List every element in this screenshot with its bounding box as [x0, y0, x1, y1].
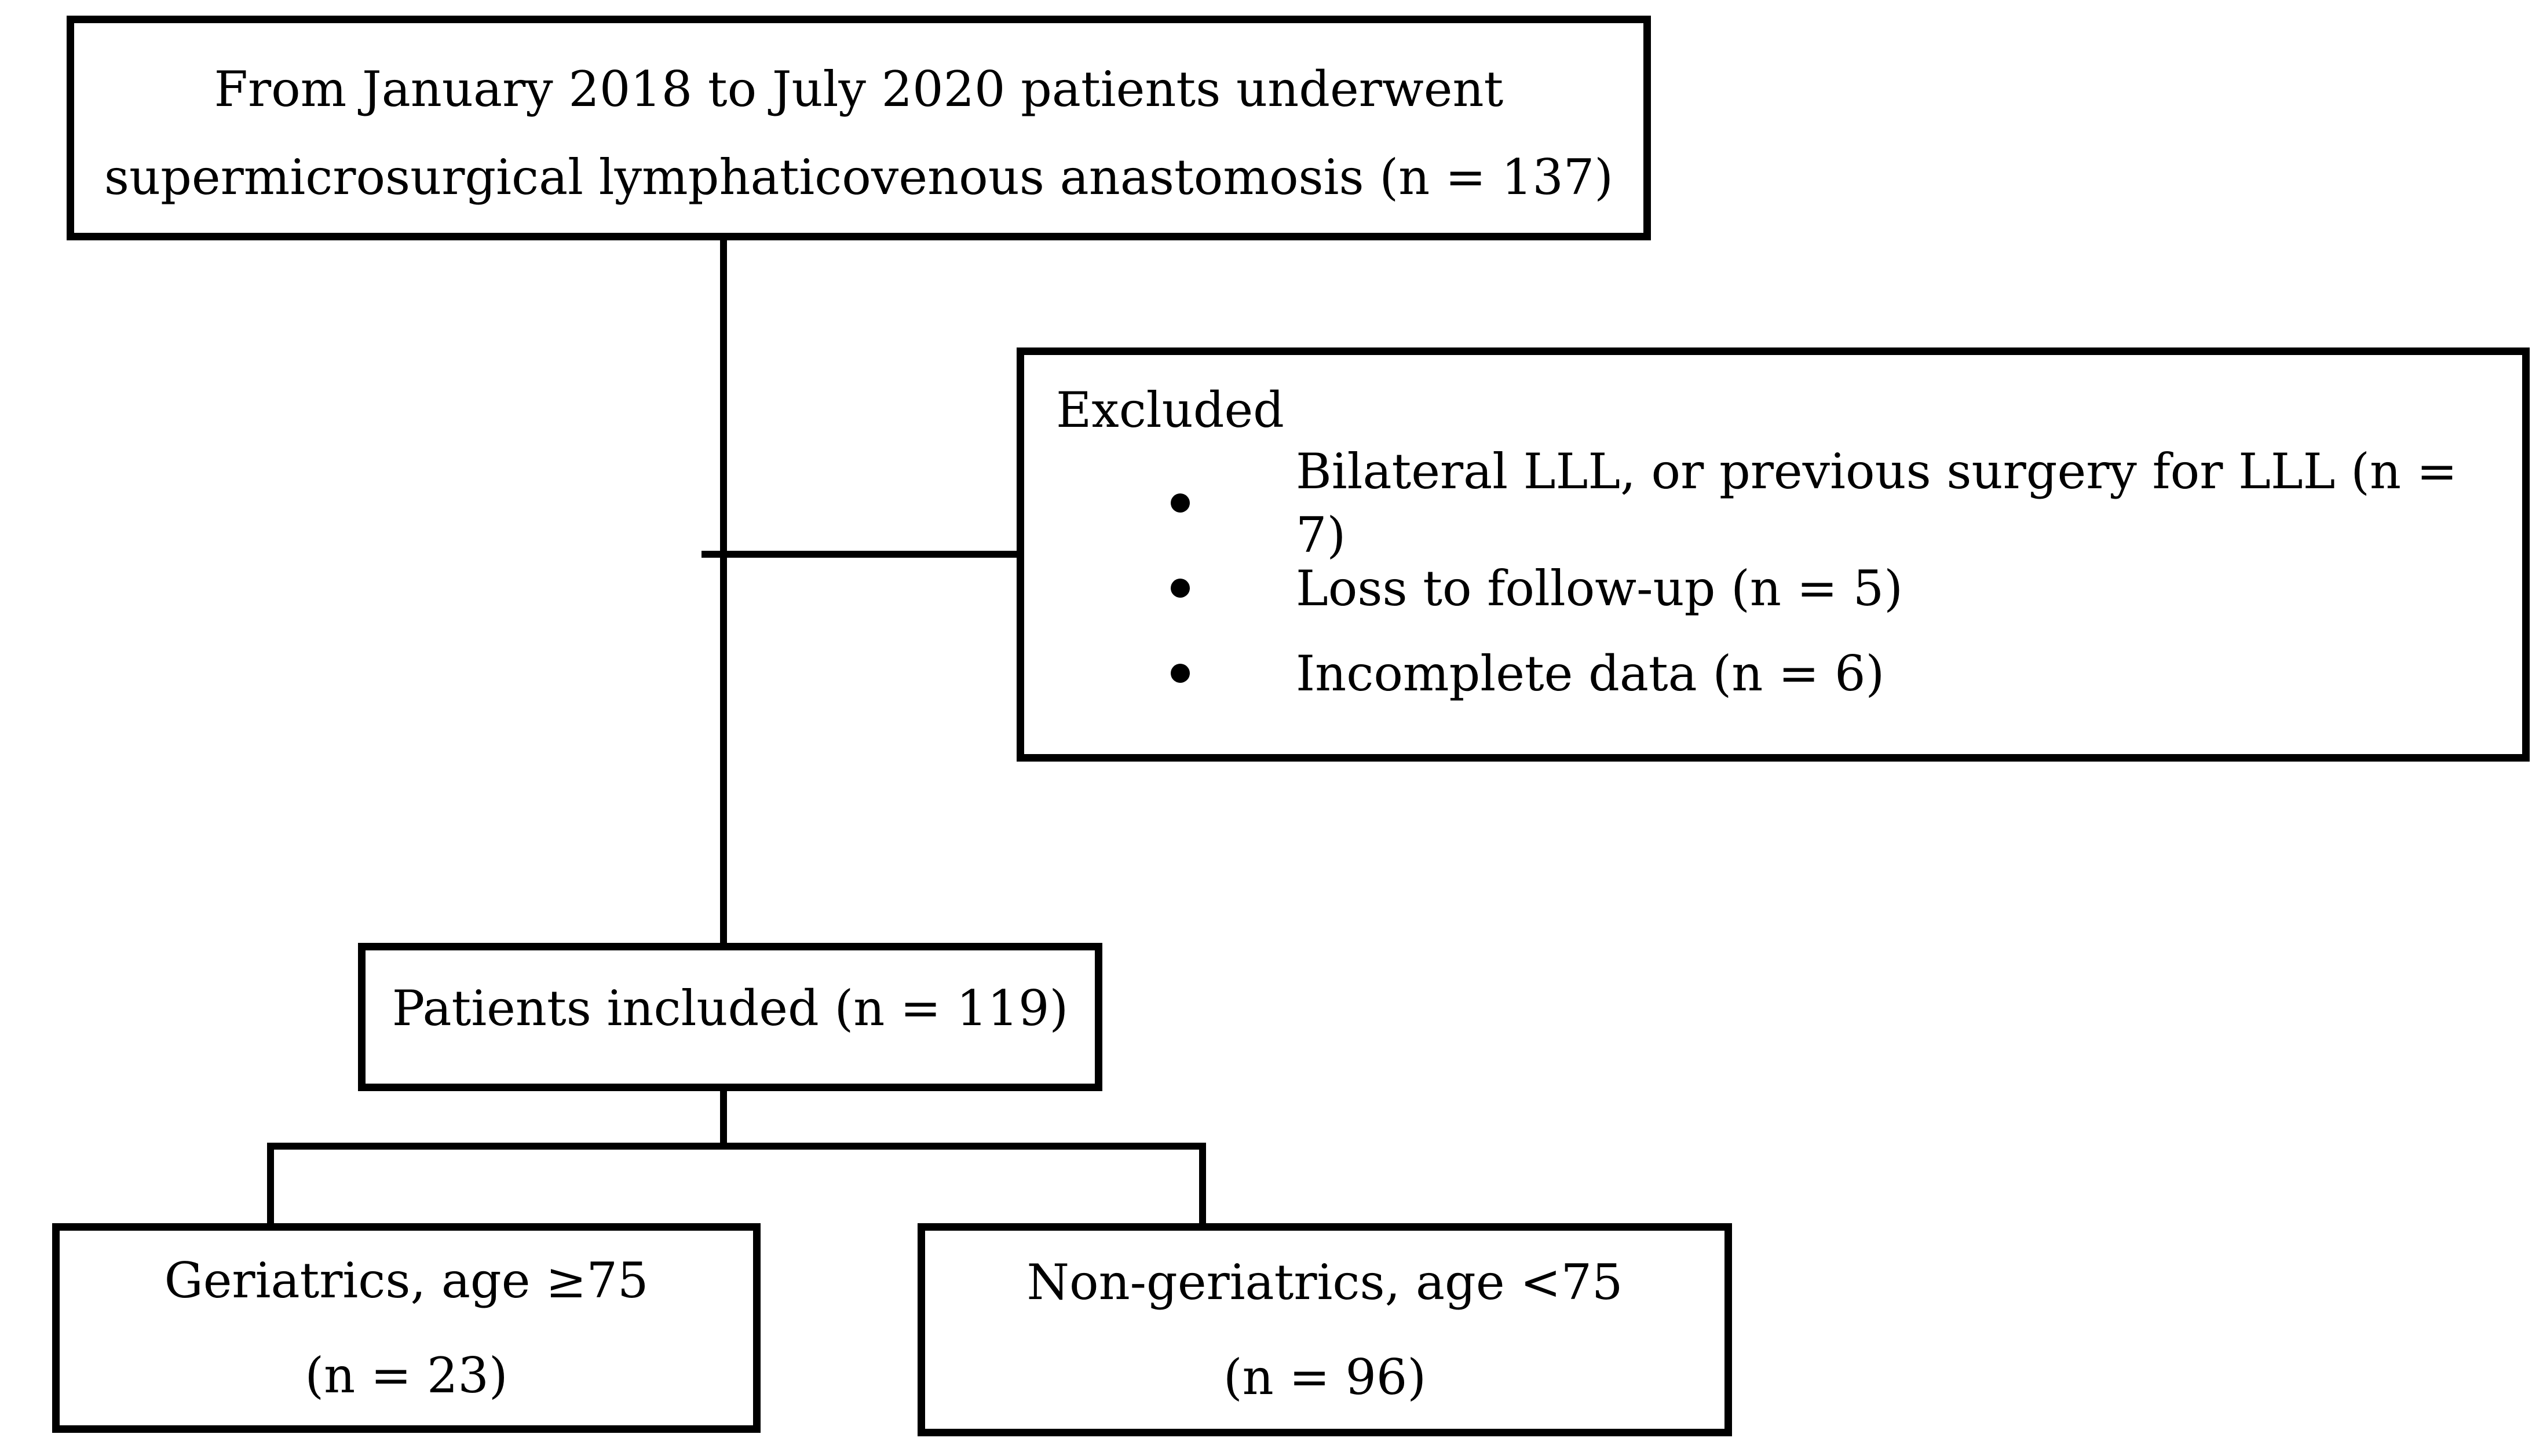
bullet-icon — [1171, 493, 1190, 513]
bullet-icon — [1171, 579, 1190, 598]
enrollment-box: From January 2018 to July 2020 patients … — [67, 16, 1651, 240]
enrollment-line-1: From January 2018 to July 2020 patients … — [214, 61, 1504, 118]
excluded-box: Excluded Bilateral LLL, or previous surg… — [1017, 347, 2530, 762]
excluded-item-label: Loss to follow-up (n = 5) — [1296, 559, 1903, 617]
included-label: Patients included (n = 119) — [392, 980, 1069, 1037]
excluded-item-label: Bilateral LLL, or previous surgery for L… — [1296, 442, 2458, 564]
connector-right-stub — [1199, 1143, 1206, 1223]
connector-split-horizontal — [267, 1143, 1206, 1150]
enrollment-line-2: supermicrosurgical lymphaticovenous anas… — [104, 149, 1614, 206]
connector-included-vertical — [720, 1091, 727, 1150]
non-geriatrics-box: Non-geriatrics, age <75 (n = 96) — [918, 1223, 1732, 1436]
included-box: Patients included (n = 119) — [358, 943, 1102, 1091]
non-geriatrics-line-1: Non-geriatrics, age <75 — [1026, 1254, 1623, 1311]
connector-excluded-horizontal — [701, 551, 1017, 558]
geriatrics-line-2: (n = 23) — [305, 1347, 508, 1404]
bullet-icon — [1171, 664, 1190, 683]
excluded-item-label: Incomplete data (n = 6) — [1296, 645, 1885, 702]
excluded-list: Bilateral LLL, or previous surgery for L… — [1056, 443, 2505, 716]
geriatrics-line-1: Geriatrics, age ≥75 — [164, 1252, 649, 1309]
connector-left-stub — [267, 1143, 274, 1223]
geriatrics-box: Geriatrics, age ≥75 (n = 23) — [52, 1223, 761, 1433]
excluded-title: Excluded — [1056, 382, 1284, 438]
non-geriatrics-line-2: (n = 96) — [1223, 1349, 1427, 1406]
excluded-item-row: Bilateral LLL, or previous surgery for L… — [1056, 443, 2505, 564]
excluded-item-row: Loss to follow-up (n = 5) — [1056, 546, 2505, 631]
connector-main-vertical — [720, 240, 727, 943]
excluded-item-row: Incomplete data (n = 6) — [1056, 631, 2505, 716]
